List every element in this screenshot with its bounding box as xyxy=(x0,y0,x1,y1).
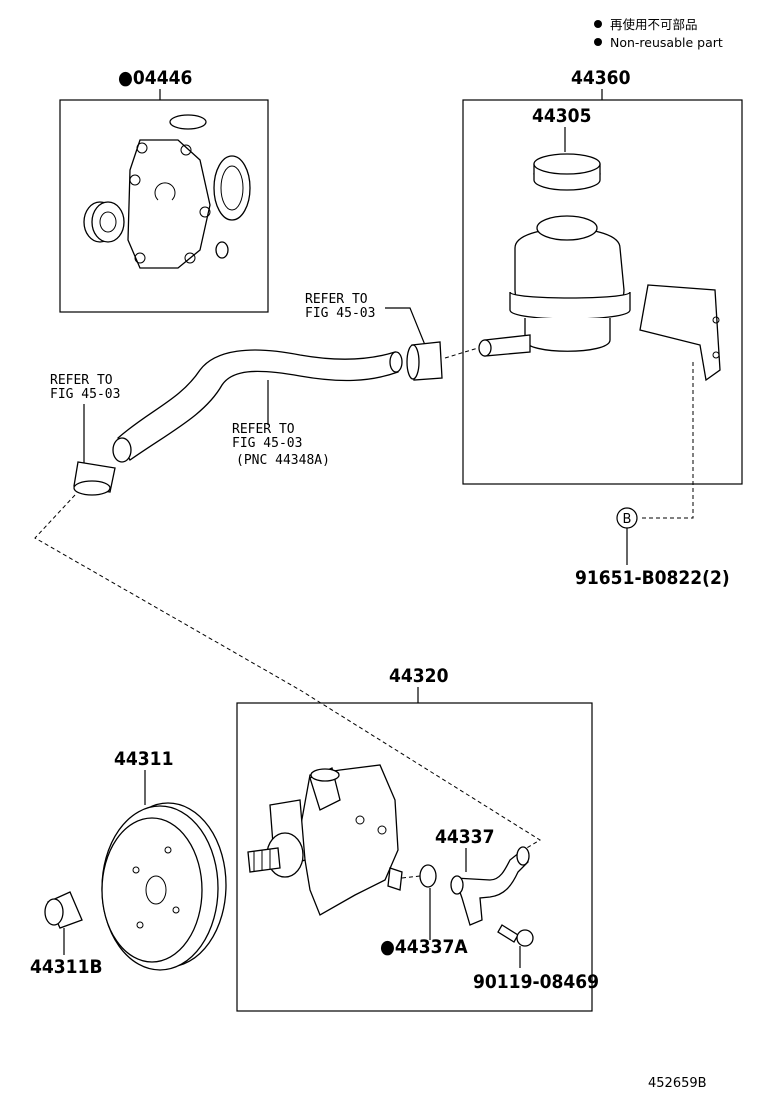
reservoir-cap-drawing xyxy=(533,153,601,191)
diagram-code: 452659B xyxy=(648,1076,707,1091)
legend-en: Non-reusable part xyxy=(610,35,723,50)
reservoir-44360-group: 44360 44305 xyxy=(462,67,743,519)
leader-dashed-b xyxy=(640,362,694,519)
reservoir-44360-box xyxy=(462,99,743,485)
legend-bullet-icon xyxy=(594,38,602,46)
bolt-90119-drawing xyxy=(497,924,534,947)
nut-44311b-drawing xyxy=(44,891,83,929)
kit-04446-group: ●04446 xyxy=(59,67,269,313)
label-44337: 44337 xyxy=(435,826,494,848)
kit-04446-box xyxy=(59,99,269,313)
pump-body-drawing xyxy=(247,764,403,916)
hose-assembly: REFER TO FIG 45-03 REFER TO FIG 45-03 RE… xyxy=(34,292,541,853)
refer-to-note-1: REFER TO FIG 45-03 xyxy=(305,292,375,321)
label-44311b: 44311B xyxy=(30,956,103,978)
label-44311: 44311 xyxy=(114,748,173,770)
label-44305: 44305 xyxy=(532,105,591,127)
hose-clamp-lower xyxy=(73,461,116,496)
label-44360: 44360 xyxy=(571,67,631,89)
pump-44320-group: 44320 ●44337A 44337 xyxy=(236,665,599,1012)
bolt-91651-group: B 91651-B0822(2) xyxy=(575,507,730,589)
legend-bullet-icon xyxy=(594,20,602,28)
pump-44320-box xyxy=(236,702,593,1012)
label-90119: 90119-08469 xyxy=(473,971,599,993)
hose-clamp-upper xyxy=(406,341,443,381)
union-fitting-drawing xyxy=(450,846,530,926)
label-44337a: ●44337A xyxy=(380,936,468,958)
reservoir-tank-drawing xyxy=(478,215,721,382)
label-44320: 44320 xyxy=(389,665,449,687)
legend-jp: 再使用不可部品 xyxy=(610,17,698,32)
gasket-kit-drawing xyxy=(83,114,251,269)
circle-b-letter: B xyxy=(623,512,632,527)
legend: 再使用不可部品 Non-reusable part xyxy=(594,17,723,50)
label-91651: 91651-B0822(2) xyxy=(575,567,730,589)
refer-to-note-2: REFER TO FIG 45-03 xyxy=(50,373,120,402)
oring-drawing xyxy=(419,864,437,888)
refer-to-note-3: REFER TO FIG 45-03 (PNC 44348A) xyxy=(232,422,330,468)
label-04446: ●04446 xyxy=(118,67,192,89)
pulley-44311-group: 44311 44311B xyxy=(30,748,227,978)
pulley-drawing xyxy=(101,802,227,971)
